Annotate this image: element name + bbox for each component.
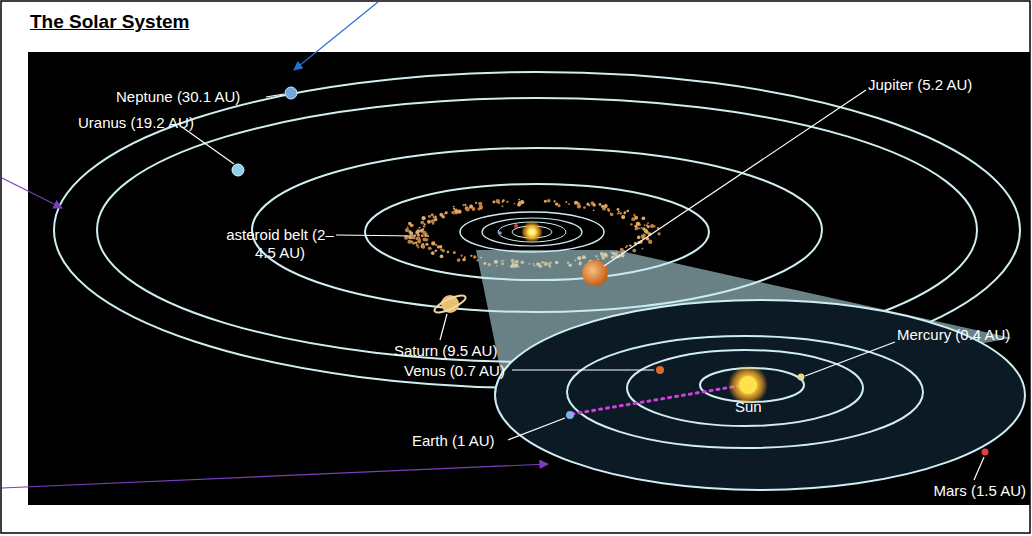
planet-label: Earth (1 AU) <box>412 432 495 450</box>
planet-label: Mars (1.5 AU) <box>933 482 1026 500</box>
earth-sun-distance <box>572 386 738 414</box>
inset-orbits <box>567 336 923 448</box>
planet-label: Neptune (30.1 AU) <box>116 88 240 106</box>
mars-small <box>514 224 518 228</box>
sun-small <box>521 221 543 243</box>
planet-label: Uranus (19.2 AU) <box>78 114 194 132</box>
saturn <box>432 292 467 315</box>
jupiter <box>582 260 608 286</box>
neptune <box>285 87 297 99</box>
pointer-arrow <box>2 178 62 208</box>
mars <box>982 449 989 456</box>
earth <box>566 411 574 419</box>
sun-label: Sun <box>735 398 762 416</box>
diagram-title: The Solar System <box>30 11 189 33</box>
space-background <box>28 52 1030 505</box>
venus <box>656 366 664 374</box>
planet-label: Mercury (0.4 AU) <box>897 326 1010 344</box>
inset-mars-orbit <box>495 300 1025 490</box>
sun-core <box>739 376 757 394</box>
mercury <box>798 374 805 381</box>
planet-label: Saturn (9.5 AU) <box>394 342 497 360</box>
uranus <box>232 164 244 176</box>
planet-label: asteroid belt (2–4.5 AU) <box>226 226 334 262</box>
pointer-arrow <box>2 464 548 488</box>
planet-label: Venus (0.7 AU) <box>404 362 505 380</box>
earth-small <box>498 231 502 235</box>
leader-lines <box>182 90 984 480</box>
planet-label: Jupiter (5.2 AU) <box>868 76 972 94</box>
pointer-arrow <box>294 2 378 70</box>
